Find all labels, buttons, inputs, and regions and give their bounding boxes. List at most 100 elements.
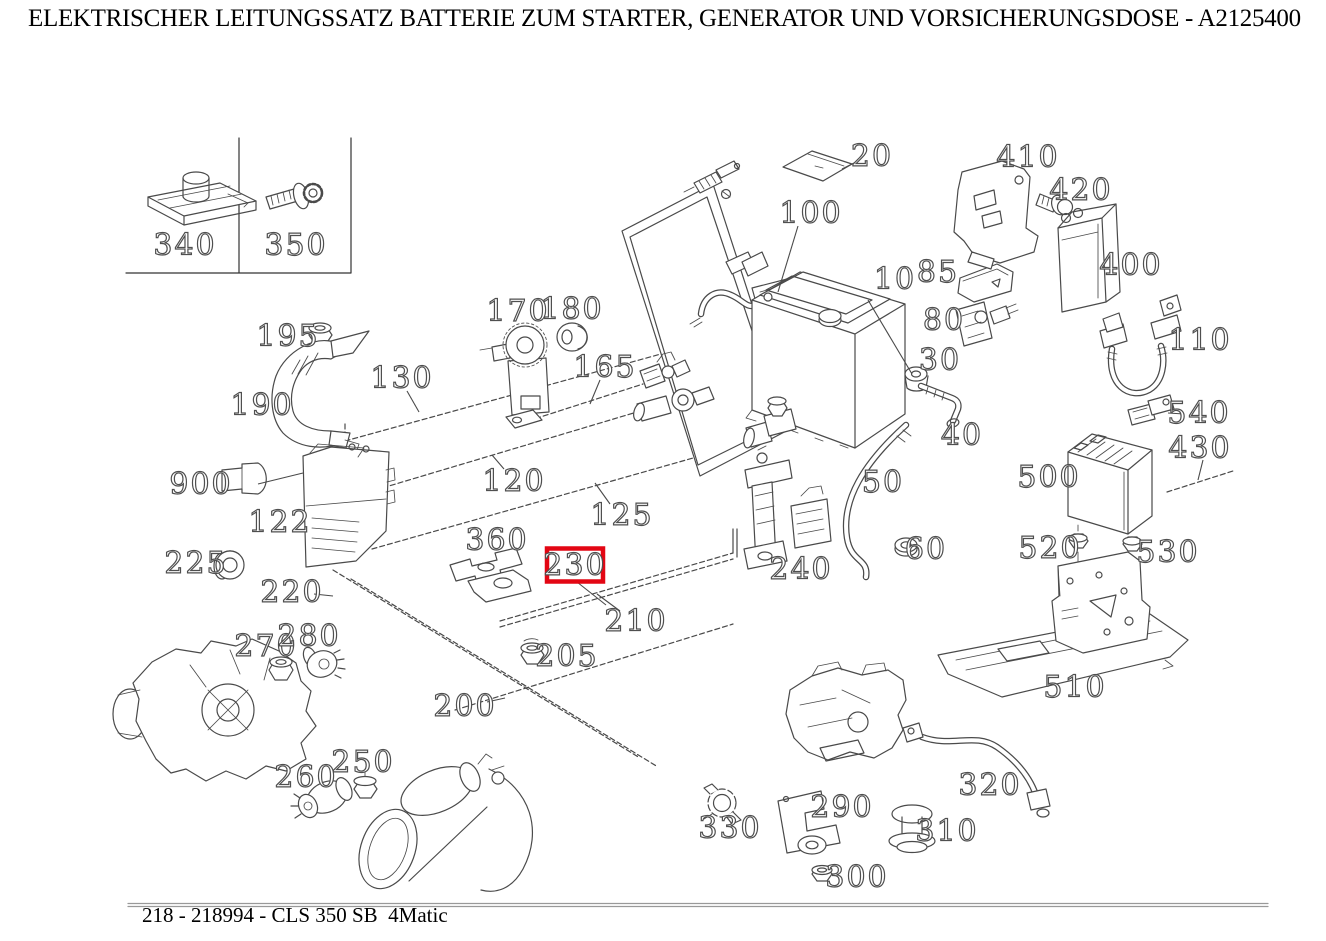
footer-rule <box>127 902 1269 908</box>
part-callout-250[interactable]: 250 <box>331 744 394 780</box>
battery-tray-510-drawing <box>937 551 1189 698</box>
part-callout-300[interactable]: 300 <box>825 859 888 895</box>
leader-line-30 <box>867 299 913 375</box>
part-callout-510[interactable]: 510 <box>1043 669 1106 705</box>
part-callout-130[interactable]: 130 <box>370 360 433 396</box>
nut-250-drawing <box>353 769 378 799</box>
battery-drawing <box>745 271 906 449</box>
part-callout-205[interactable]: 205 <box>535 638 598 674</box>
part-callout-200[interactable]: 200 <box>433 688 496 724</box>
part-callout-430[interactable]: 430 <box>1168 430 1231 466</box>
bolt-420-drawing <box>1035 193 1074 216</box>
part-callout-310[interactable]: 310 <box>915 813 978 849</box>
clamp-125-end-drawing <box>743 396 797 449</box>
clamp-120-end-drawing <box>633 386 715 422</box>
part-callout-195[interactable]: 195 <box>256 318 319 354</box>
leader-line-165 <box>589 379 601 405</box>
vent-hose-50-drawing <box>842 421 912 581</box>
leader-line-125 <box>594 482 611 505</box>
leader-line-430 <box>1197 459 1204 481</box>
part-callout-230[interactable]: 230 <box>543 547 606 583</box>
part-callout-280[interactable]: 280 <box>277 618 340 654</box>
cable-165-lugs-drawing <box>505 351 691 429</box>
fuse-strip-drawing <box>683 160 741 194</box>
starter-drawing <box>358 753 534 892</box>
part-callout-85[interactable]: 85 <box>916 254 959 290</box>
part-callout-270[interactable]: 270 <box>234 628 297 664</box>
vent-elbow-40-drawing <box>917 382 962 428</box>
part-callout-330[interactable]: 330 <box>698 810 761 846</box>
alternator-drawing <box>112 638 317 782</box>
part-callout-350[interactable]: 350 <box>264 227 327 263</box>
leader-line-210 <box>596 593 621 612</box>
part-callout-122[interactable]: 122 <box>248 504 311 540</box>
page-title: ELEKTRISCHER LEITUNGSSATZ BATTERIE ZUM S… <box>28 5 1301 32</box>
part-callout-50[interactable]: 50 <box>861 464 904 500</box>
cap-280-drawing <box>302 646 346 679</box>
cap-260-drawing <box>290 777 353 819</box>
part-callout-210[interactable]: 210 <box>604 603 667 639</box>
part-callout-400[interactable]: 400 <box>1099 247 1162 283</box>
prefuse-housing-122-drawing <box>302 443 396 568</box>
nut-225-drawing <box>213 550 245 580</box>
part-callout-30[interactable]: 30 <box>918 342 961 378</box>
footer-caption: 218 - 218994 - CLS 350 SB 4Matic <box>142 903 448 927</box>
leader-line-900 <box>257 472 304 485</box>
part-callout-340[interactable]: 340 <box>153 227 216 263</box>
leader-line-20 <box>841 161 857 170</box>
part-callout-80[interactable]: 80 <box>922 302 965 338</box>
leader-line-130 <box>406 390 420 413</box>
part-callout-900[interactable]: 900 <box>169 466 232 502</box>
part-callout-190[interactable]: 190 <box>230 387 293 423</box>
nut-270-drawing <box>268 656 294 681</box>
part-callout-360[interactable]: 360 <box>465 522 528 558</box>
part-callout-420[interactable]: 420 <box>1049 172 1112 208</box>
terminal-540-drawing <box>1127 394 1175 426</box>
part-callout-10[interactable]: 10 <box>873 261 916 297</box>
part-callout-290[interactable]: 290 <box>810 789 873 825</box>
plug-900-drawing <box>221 462 267 495</box>
leader-line-120 <box>491 454 505 470</box>
part-340-bracket-drawing <box>147 171 257 226</box>
part-callout-165[interactable]: 165 <box>573 349 636 385</box>
highlight-box-230 <box>544 546 606 584</box>
part-callout-40[interactable]: 40 <box>940 417 983 453</box>
part-callout-530[interactable]: 530 <box>1136 534 1199 570</box>
part-callout-20[interactable]: 20 <box>850 138 893 174</box>
terminal-240-drawing <box>743 445 832 570</box>
cover-plate-20-drawing <box>782 150 853 182</box>
part-callout-500[interactable]: 500 <box>1017 459 1080 495</box>
clamp-80-drawing <box>955 301 1019 347</box>
part-callout-240[interactable]: 240 <box>769 551 832 587</box>
bracket-360-drawing <box>449 547 532 603</box>
part-callout-120[interactable]: 120 <box>482 463 545 499</box>
part-callout-220[interactable]: 220 <box>260 574 323 610</box>
part-callout-180[interactable]: 180 <box>540 291 603 327</box>
bracket-410-drawing <box>953 160 1039 270</box>
bolt-310-drawing <box>888 804 936 854</box>
part-callout-170[interactable]: 170 <box>486 293 549 329</box>
part-callout-125[interactable]: 125 <box>590 497 653 533</box>
leader-line-230 <box>576 581 607 606</box>
part-callout-100[interactable]: 100 <box>779 195 842 231</box>
nut-205-drawing <box>520 638 545 665</box>
part-callout-410[interactable]: 410 <box>996 139 1059 175</box>
leader-line-220 <box>313 593 334 597</box>
nut-300-drawing <box>811 864 833 882</box>
part-callout-225[interactable]: 225 <box>164 545 227 581</box>
cover-85-drawing <box>957 263 1014 303</box>
part-callout-540[interactable]: 540 <box>1167 395 1230 431</box>
part-callout-260[interactable]: 260 <box>274 759 337 795</box>
inset-table-lines <box>125 137 352 274</box>
part-callout-320[interactable]: 320 <box>958 767 1021 803</box>
part-callout-60[interactable]: 60 <box>904 531 947 567</box>
leader-line-100 <box>777 225 799 293</box>
leader-line-540 <box>1167 412 1185 415</box>
part-callout-110[interactable]: 110 <box>1168 322 1231 358</box>
nut-520-drawing <box>1068 524 1089 585</box>
grommet-180-drawing <box>556 322 588 352</box>
part-callout-520[interactable]: 520 <box>1018 530 1081 566</box>
